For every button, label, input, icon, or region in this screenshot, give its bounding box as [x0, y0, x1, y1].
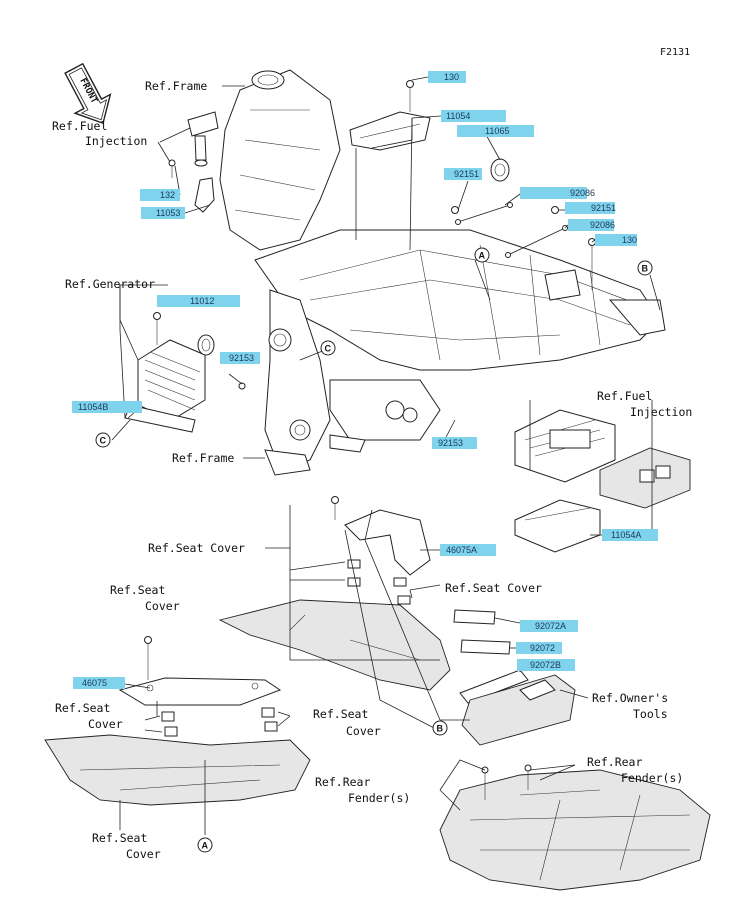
- ref-seat-cover-6a: Ref.Seat: [92, 831, 147, 845]
- callout-a-bottom: A: [197, 837, 213, 853]
- ref-seat-cover-1: Ref.Seat Cover: [148, 541, 245, 555]
- rear-fender: [439, 764, 711, 891]
- part-tag-11054B[interactable]: 11054B: [72, 401, 142, 413]
- ref-rear-fender-left-2: Fender(s): [348, 791, 410, 805]
- regulator-rectifier: [124, 312, 246, 433]
- ref-fuel-injection-right-1: Ref.Fuel: [597, 389, 652, 403]
- seat-cover-parts: [218, 496, 576, 746]
- bracket-11054: [349, 80, 431, 151]
- part-tag-130-top[interactable]: 130: [428, 71, 466, 83]
- ref-seat-cover-3a: Ref.Seat: [110, 583, 165, 597]
- ref-seat-cover-2: Ref.Seat Cover: [445, 581, 542, 595]
- part-number: 92153: [438, 438, 463, 448]
- part-number: 92151: [454, 169, 479, 179]
- svg-text:C: C: [100, 436, 107, 446]
- ref-seat-cover-5a: Ref.Seat: [313, 707, 368, 721]
- callout-a-top: A: [474, 247, 490, 263]
- part-number: 92153: [229, 353, 254, 363]
- callout-b-right: B: [637, 260, 653, 276]
- callout-b-seat: B: [432, 720, 448, 736]
- ref-rear-fender-right-2: Fender(s): [621, 771, 683, 785]
- part-tag-92153-a[interactable]: 92153: [220, 352, 260, 364]
- part-tag-130-b[interactable]: 130: [595, 234, 637, 246]
- ref-rear-fender-left-1: Ref.Rear: [315, 775, 370, 789]
- ref-seat-cover-3b: Cover: [145, 599, 180, 613]
- svg-text:A: A: [202, 841, 209, 851]
- svg-text:C: C: [325, 344, 332, 354]
- frame-drawing: [219, 69, 666, 476]
- part-number: 92151: [591, 203, 616, 213]
- part-number: 92086: [570, 188, 595, 198]
- part-tag-46075[interactable]: 46075: [73, 677, 125, 689]
- svg-text:A: A: [479, 251, 486, 261]
- part-number: 130: [622, 235, 637, 245]
- callout-c-frame: C: [320, 340, 336, 356]
- part-number: 92072B: [530, 660, 561, 670]
- callout-c-left: C: [95, 432, 111, 448]
- ref-owners-tools-2: Tools: [633, 707, 668, 721]
- ref-owners-tools-1: Ref.Owner's: [592, 691, 668, 705]
- ref-fuel-injection-right-2: Injection: [630, 405, 692, 419]
- svg-text:B: B: [642, 264, 649, 274]
- part-number: 46075: [82, 678, 107, 688]
- part-tag-11054[interactable]: 11054: [441, 110, 506, 122]
- part-tag-92086-b[interactable]: 92086: [568, 219, 615, 231]
- part-tag-92151-b[interactable]: 92151: [565, 202, 616, 214]
- part-tag-92153-b[interactable]: 92153: [432, 437, 477, 449]
- svg-text:B: B: [437, 724, 444, 734]
- part-tag-11054A[interactable]: 11054A: [602, 529, 658, 541]
- part-tag-92151-a[interactable]: 92151: [444, 168, 482, 180]
- grommet-11065: [490, 158, 510, 182]
- part-number: 11012: [190, 296, 214, 306]
- ref-seat-cover-4b: Cover: [88, 717, 123, 731]
- ref-frame-bottom: Ref.Frame: [172, 451, 234, 465]
- ref-frame-top: Ref.Frame: [145, 79, 207, 93]
- ref-rear-fender-right-1: Ref.Rear: [587, 755, 642, 769]
- ref-seat-cover-6b: Cover: [126, 847, 161, 861]
- part-number: 46075A: [446, 545, 477, 555]
- part-tag-92072B[interactable]: 92072B: [517, 659, 575, 671]
- part-tag-92086-a[interactable]: 92086: [520, 187, 595, 199]
- ref-seat-cover-5b: Cover: [346, 724, 381, 738]
- part-tag-132[interactable]: 132: [140, 189, 180, 201]
- ref-fuel-injection-left-2: Injection: [85, 134, 147, 148]
- seat-cowl-lower: [44, 636, 311, 806]
- fuel-injection-bracket: [168, 111, 219, 213]
- part-number: 11054B: [78, 402, 108, 412]
- part-tag-11053[interactable]: 11053: [141, 207, 185, 219]
- front-arrow-icon: [64, 62, 112, 125]
- part-tag-11065[interactable]: 11065: [457, 125, 534, 137]
- part-number: 11054: [446, 111, 470, 121]
- part-number: 130: [444, 72, 459, 82]
- part-tag-92072A[interactable]: 92072A: [520, 620, 578, 632]
- part-number: 11054A: [611, 530, 641, 540]
- ref-generator: Ref.Generator: [65, 277, 155, 291]
- leader-lines: [111, 76, 661, 835]
- ground-leads: [451, 202, 596, 290]
- part-number: 92072A: [535, 621, 566, 631]
- part-number: 11053: [156, 208, 180, 218]
- part-number: 92086: [590, 220, 615, 230]
- figure-code: F2131: [660, 47, 690, 58]
- part-number: 132: [160, 190, 175, 200]
- ref-fuel-injection-left-1: Ref.Fuel: [52, 119, 107, 133]
- part-tag-11012[interactable]: 11012: [157, 295, 240, 307]
- part-number: 11065: [485, 126, 509, 136]
- ref-seat-cover-4a: Ref.Seat: [55, 701, 110, 715]
- part-number: 92072: [530, 643, 555, 653]
- part-tag-46075A[interactable]: 46075A: [440, 544, 496, 556]
- ecu-unit: [514, 409, 691, 553]
- part-tag-92072[interactable]: 92072: [516, 642, 562, 654]
